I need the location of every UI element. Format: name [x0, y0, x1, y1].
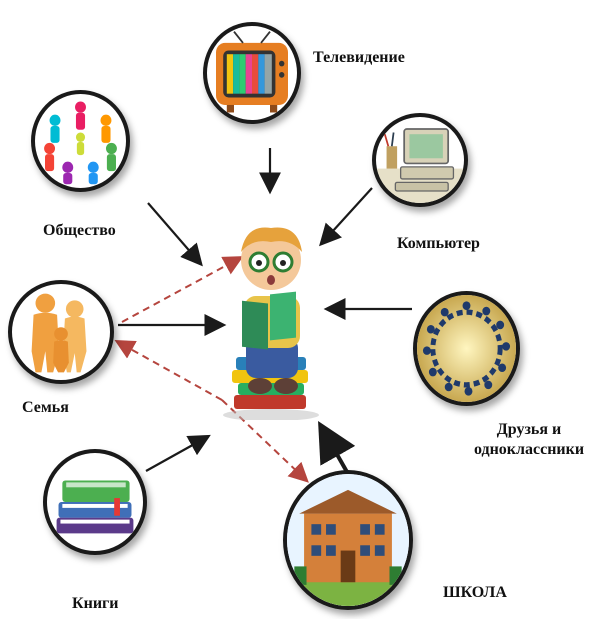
- label-books: Книги: [72, 595, 119, 612]
- books-icon: [56, 480, 134, 534]
- label-family: Семья: [22, 399, 69, 416]
- friends-circle: [413, 291, 520, 406]
- school-circle: [283, 470, 413, 610]
- books-circle: [43, 449, 147, 555]
- society-circle: [31, 90, 130, 192]
- arrow-books: [145, 434, 211, 472]
- people-circle-icon: [44, 101, 117, 185]
- arrow-computer: [319, 187, 373, 247]
- computer-circle: [372, 113, 468, 207]
- label-computer: Компьютер: [397, 235, 480, 252]
- dashed-arrow-to-child: [121, 256, 244, 323]
- arrow-school: [318, 421, 356, 473]
- label-society: Общество: [43, 222, 116, 239]
- tv-icon: [216, 31, 288, 113]
- dashed-arrow-to-family: [114, 340, 223, 401]
- arrow-society: [147, 202, 203, 267]
- friends-circle-icon: [417, 295, 516, 402]
- label-school: ШКОЛА: [443, 584, 507, 601]
- dashed-arrow-to-school: [221, 399, 309, 483]
- child-reading-icon: [223, 227, 319, 420]
- label-friends-text: Друзья и одноклассники: [473, 421, 585, 458]
- tv-circle: [203, 22, 301, 124]
- label-tv: Телевидение: [313, 49, 405, 66]
- school-building-icon: [287, 474, 409, 606]
- computer-icon: [376, 128, 464, 203]
- family-circle: [8, 280, 114, 384]
- label-friends: Друзья и одноклассники: [462, 420, 596, 460]
- family-icon: [31, 293, 87, 373]
